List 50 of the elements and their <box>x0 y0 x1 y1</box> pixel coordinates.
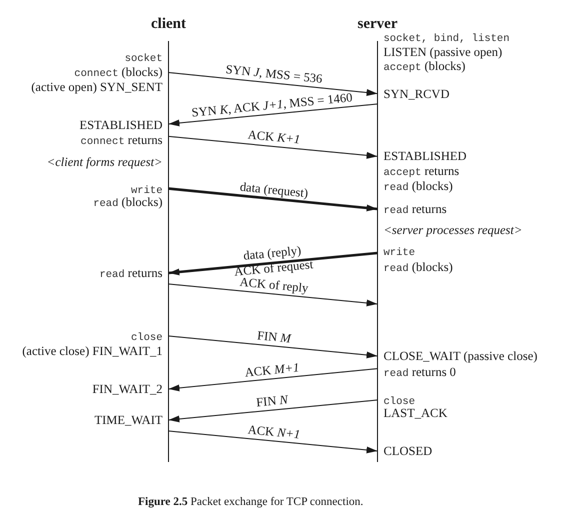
event-label: socket, bind, listen <box>384 32 510 46</box>
arrow <box>168 336 378 358</box>
event-label: accept returns <box>384 164 460 180</box>
edge-label: FIN N <box>256 392 289 410</box>
event-label: <server processes request> <box>384 223 522 238</box>
event-label: read returns <box>384 202 447 218</box>
event-label: CLOSED <box>384 444 432 458</box>
event-label: ESTABLISHED <box>79 118 162 132</box>
event-label: close <box>130 330 162 346</box>
event-label: read (blocks) <box>93 195 162 212</box>
event-label: ESTABLISHED <box>384 148 467 164</box>
event-label: (active open) SYN_SENT <box>31 80 162 94</box>
event-label: <client forms request> <box>46 154 162 170</box>
event-label: SYN_RCVD <box>384 86 450 102</box>
event-label: connect returns <box>80 132 162 150</box>
edge-label: SYN J, MSS = 536 <box>224 62 323 86</box>
event-label: FIN_WAIT_2 <box>92 382 162 396</box>
arrow <box>168 252 378 276</box>
edge-label: ACK M+1 <box>244 360 300 380</box>
arrow <box>168 400 378 422</box>
edge-label: ACK K+1 <box>247 128 301 147</box>
event-label: read returns <box>99 266 162 282</box>
event-label: read (blocks) <box>384 178 453 196</box>
arrow <box>168 104 378 126</box>
caption: Figure 2.5 Packet exchange for TCP connection. <box>138 495 364 510</box>
edge-label: data (request) <box>239 180 309 200</box>
edge-label: FIN M <box>256 328 292 346</box>
participant-label: client <box>151 15 186 33</box>
event-label: LAST_ACK <box>384 406 448 420</box>
arrow <box>168 187 378 212</box>
arrow <box>168 284 378 306</box>
arrow <box>168 136 378 159</box>
event-label: close <box>384 394 416 408</box>
arrow <box>168 368 378 392</box>
event-label: write <box>130 184 162 197</box>
participant-label: server <box>358 15 398 33</box>
arrow <box>168 430 378 454</box>
event-label: TIME_WAIT <box>94 412 162 428</box>
event-label: CLOSE_WAIT (passive close) <box>384 348 538 364</box>
event-label: connect (blocks) <box>74 64 162 82</box>
event-label: socket <box>124 52 162 66</box>
event-label: read (blocks) <box>384 260 453 276</box>
event-label: LISTEN (passive open) <box>384 44 502 60</box>
arrow <box>168 72 378 96</box>
event-label: read returns 0 <box>384 364 456 382</box>
event-label: (active close) FIN_WAIT_1 <box>22 344 162 358</box>
edge-label: SYN K, ACK J+1, MSS = 1460 <box>191 90 354 120</box>
event-label: write <box>384 246 416 260</box>
edge-label: ACK N+1 <box>247 422 301 442</box>
event-label: accept (blocks) <box>384 58 466 76</box>
